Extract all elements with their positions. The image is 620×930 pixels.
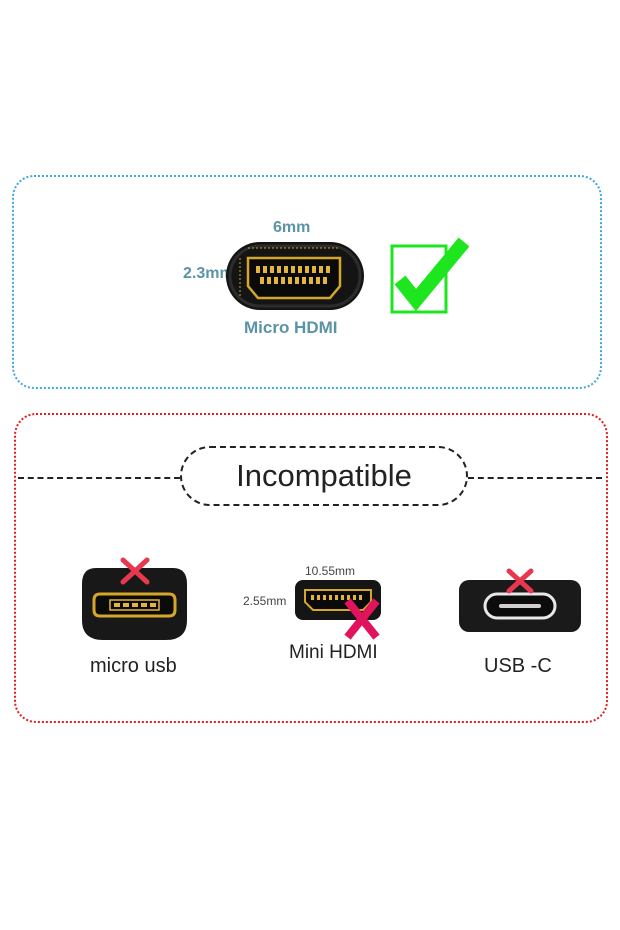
micro-usb-port-icon: [82, 568, 187, 640]
compatible-panel: [12, 175, 602, 389]
usb-c-port-icon: [459, 580, 581, 632]
micro-usb-cross-icon: [120, 557, 150, 585]
micro-hdmi-port-icon: [226, 242, 364, 310]
divider-left: [18, 477, 180, 479]
mini-hdmi-label: Mini HDMI: [289, 642, 378, 663]
mini-hdmi-height-label: 2.55mm: [243, 594, 287, 608]
incompatible-heading: Incompatible: [236, 458, 412, 493]
incompatible-panel: [14, 413, 608, 723]
check-mark-icon: [390, 237, 470, 314]
mini-hdmi-width-label: 10.55mm: [305, 564, 356, 578]
micro-hdmi-width-label: 6mm: [273, 219, 311, 236]
divider-right: [468, 477, 602, 479]
micro-hdmi-label: Micro HDMI: [244, 318, 338, 337]
usb-c-cross-icon: [506, 568, 534, 594]
micro-hdmi-height-label: 2.3mm: [183, 265, 234, 282]
usb-c-label: USB -C: [484, 655, 552, 677]
micro-usb-label: micro usb: [90, 655, 177, 677]
mini-hdmi-cross-icon: [344, 598, 380, 640]
mini-hdmi-port-icon: [295, 580, 381, 620]
incompatible-heading-pill: Incompatible: [180, 446, 468, 506]
